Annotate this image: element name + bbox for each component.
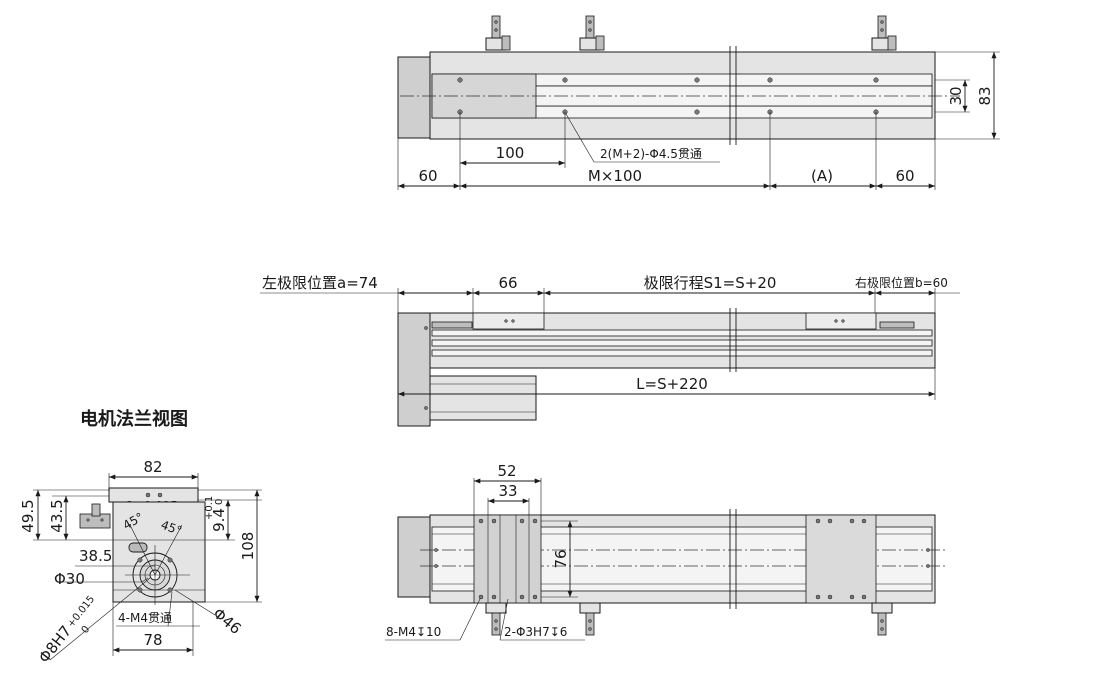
sensor-bracket: [579, 15, 605, 51]
dim-49-5: 49.5: [19, 499, 37, 532]
carriage-right: [805, 514, 877, 604]
dim-45b: 45°: [159, 518, 184, 538]
sensor-bracket: [871, 15, 897, 51]
right-limit: 右极限位置b=60: [855, 275, 948, 290]
tapped-depth: 10: [426, 625, 441, 639]
dim-pitch: 100: [496, 144, 525, 162]
tol-phi8-lower: 0: [80, 624, 93, 636]
carriage-holes: [478, 518, 538, 600]
sensor-bracket: [579, 602, 601, 636]
dim-43-5: 43.5: [48, 499, 66, 532]
tol-phi8-upper: +0.015: [66, 594, 97, 630]
dim-middle: M×100: [588, 167, 642, 185]
dim-76: 76: [552, 549, 570, 568]
hole-note: 2(M+2)-Φ4.5贯通: [600, 147, 702, 161]
bottom-view: 52 33 76: [385, 462, 945, 641]
slider-right: [805, 312, 877, 330]
slider-left: [472, 312, 545, 330]
depth-symbol: ↧: [550, 625, 560, 639]
top-view: 30 83 100 2(M+2)-Φ4.5贯通 60 M×100 (A) 60: [397, 15, 1000, 190]
flange-title: 电机法兰视图: [80, 408, 188, 430]
tol-9-4-lower: 0: [214, 499, 225, 505]
side-view: 左极限位置a=74 66 极限行程S1=S+20 右极限位置b=60 L=S+2…: [260, 274, 960, 427]
left-limit: 左极限位置a=74: [262, 274, 378, 292]
dim-phi30: Φ30: [54, 570, 85, 588]
dim-width-top: 82: [143, 458, 162, 476]
tol-9-4-upper: +0.1: [204, 496, 215, 520]
motor: [429, 375, 537, 421]
dim-phi46: Φ46: [209, 604, 244, 638]
pin-note: 2-Φ3H7↧6: [504, 625, 567, 639]
dim-38-5: 38.5: [79, 547, 112, 565]
dim-height-outer: 83: [976, 86, 994, 105]
tapped-note: 8-M4↧10: [386, 625, 441, 639]
dim-9-4: 9.4: [210, 508, 228, 532]
stroke-note: 极限行程S1=S+20: [644, 274, 777, 292]
tapped-spec: 8-M4: [386, 625, 416, 639]
dim-33: 33: [498, 482, 517, 500]
motor-end-cap: [397, 516, 431, 598]
flange-view: 电机法兰视图 82 3±0.015 45° 45°: [19, 408, 262, 666]
tapped-note: 4-M4贯通: [118, 611, 172, 625]
sensor-bracket: [485, 602, 507, 636]
dim-slider: 66: [498, 274, 517, 292]
pin-depth: 6: [560, 625, 568, 639]
dim-width-bottom: 78: [143, 631, 162, 649]
dim-left: 60: [418, 167, 437, 185]
sensor-bracket: [871, 602, 893, 636]
sensor-bracket: [485, 15, 511, 51]
dim-52: 52: [497, 462, 516, 480]
carriage: [473, 514, 542, 604]
dim-108: 108: [239, 532, 257, 561]
dim-right: 60: [895, 167, 914, 185]
pin-spec: 2-Φ3H7: [504, 625, 550, 639]
motor-end-cap: [397, 56, 431, 139]
dim-a: (A): [811, 167, 833, 185]
total-length: L=S+220: [636, 375, 708, 393]
dim-height-inner: 30: [947, 86, 965, 105]
depth-symbol: ↧: [416, 625, 426, 639]
